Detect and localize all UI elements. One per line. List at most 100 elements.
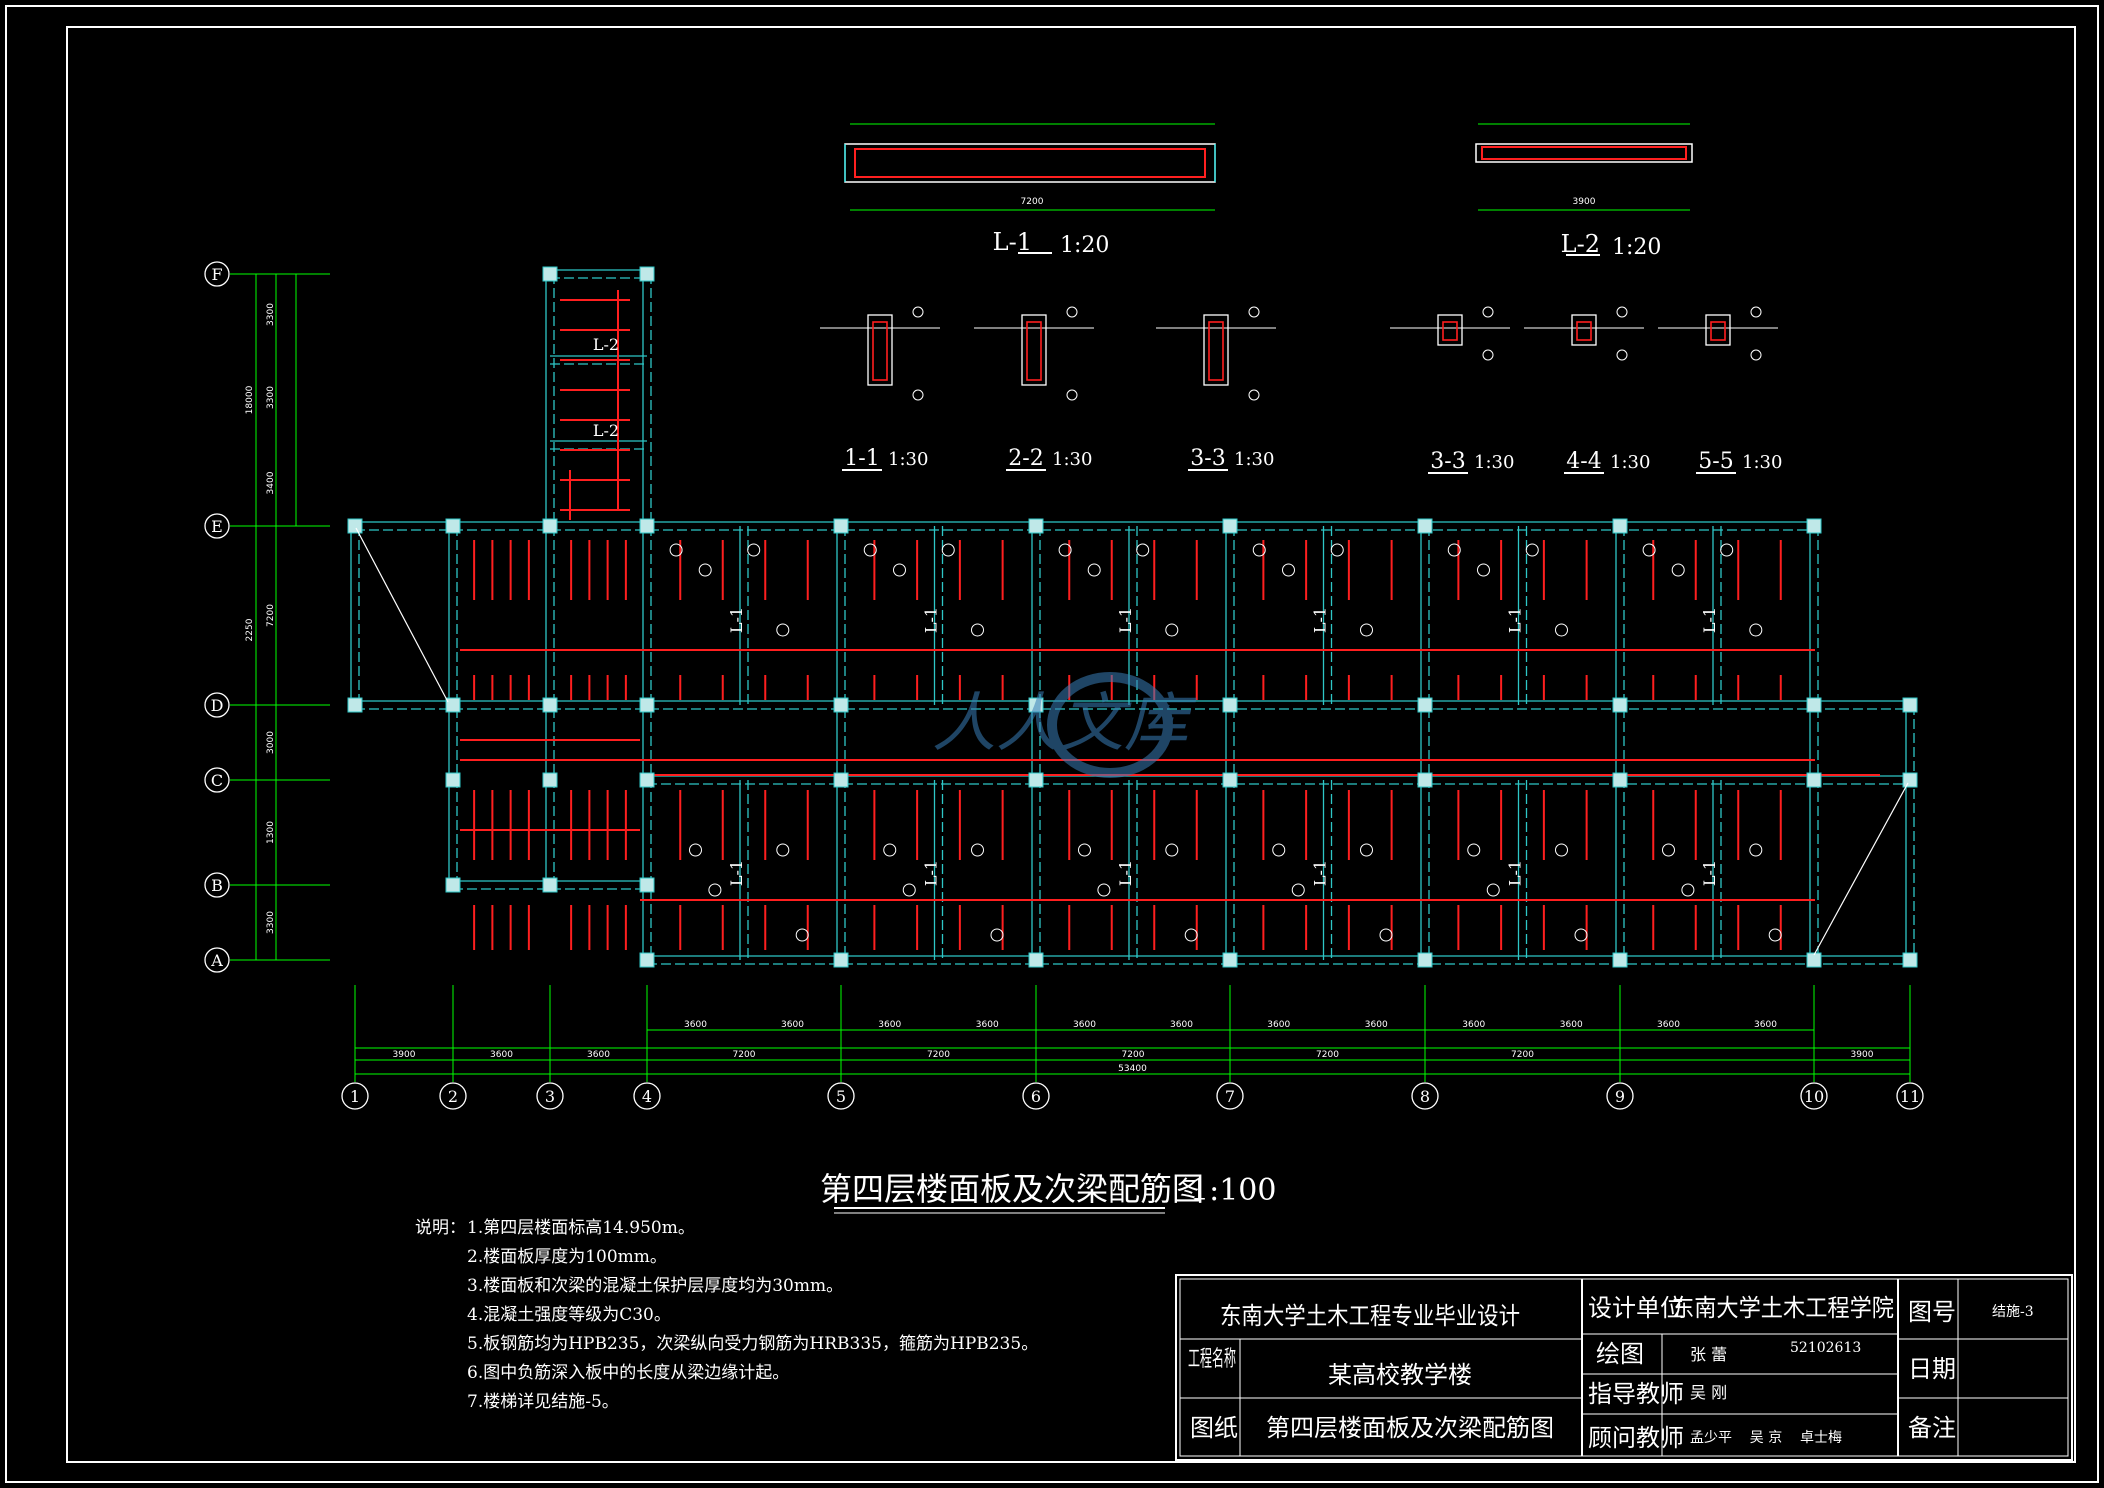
column	[1612, 952, 1628, 968]
column	[833, 697, 849, 713]
tb-consultants: 孟少平 吴 京 卓士梅	[1690, 1430, 1842, 1446]
column	[1028, 772, 1044, 788]
axis-bubble	[204, 767, 230, 793]
axis-number-label: 7	[1225, 1087, 1235, 1106]
rebar-marker	[698, 563, 712, 577]
column	[542, 697, 558, 713]
tb-drafter: 张 蕾	[1690, 1345, 1727, 1364]
column	[1902, 772, 1918, 788]
beam-label-l1: L-1	[1116, 607, 1135, 633]
axis-bubble	[1216, 1082, 1244, 1110]
section-label: 3-3	[1430, 449, 1465, 474]
axis-bubble	[204, 513, 230, 539]
dim-value: 3600	[1267, 1020, 1290, 1030]
tb-remark-label: 备注	[1908, 1414, 1956, 1442]
dim-value: 3600	[1073, 1020, 1096, 1030]
tb-sheet-no-label: 图号	[1908, 1298, 1956, 1326]
column	[833, 772, 849, 788]
dim-value: 7200	[927, 1050, 950, 1060]
rebar-marker	[1671, 563, 1685, 577]
dim-value: 3600	[1170, 1020, 1193, 1030]
rebar-marker	[776, 623, 790, 637]
rebar-marker	[990, 928, 1004, 942]
rebar-marker	[1379, 928, 1393, 942]
column	[542, 266, 558, 282]
column	[833, 952, 849, 968]
beam-label-l1: L-1	[922, 860, 941, 886]
dim-value: 7200	[1316, 1050, 1339, 1060]
section-label: 3-3	[1190, 446, 1225, 471]
tb-student-id: 52102613	[1790, 1340, 1861, 1356]
rebar-marker	[708, 883, 722, 897]
rebar-marker	[1662, 843, 1675, 857]
beam-detail-l1: 7200 L-1 1:20	[844, 123, 1216, 258]
outer-frame	[5, 5, 2099, 1483]
rebar-marker	[1078, 843, 1091, 857]
tb-project: 某高校教学楼	[1328, 1361, 1472, 1389]
tb-drawing-name: 第四层楼面板及次梁配筋图	[1266, 1414, 1554, 1442]
rebar-marker	[1136, 543, 1150, 557]
section-label: 2-2	[1008, 446, 1043, 471]
note-2: 2.楼面板厚度为100mm。	[467, 1247, 667, 1267]
dim-value: 7200	[1511, 1050, 1534, 1060]
column	[1028, 518, 1044, 534]
rebar-marker	[1272, 843, 1286, 857]
beam-detail-l2: 3900 L-2 1:20	[1475, 123, 1693, 260]
section-label: 5-5	[1698, 449, 1733, 474]
dim-total: 53400	[1118, 1064, 1147, 1074]
stair-diagonal-left	[355, 527, 449, 703]
dim-value: 7200	[266, 604, 276, 627]
dim-value: 3300	[266, 386, 276, 409]
plan-rebar	[460, 290, 1880, 950]
dim-value: 3600	[684, 1020, 707, 1030]
rebar-marker	[776, 843, 790, 857]
rebar-marker	[1058, 543, 1072, 557]
axis-number-label: 5	[836, 1087, 846, 1106]
dim-value: 3600	[490, 1050, 513, 1060]
dim-value: 3600	[976, 1020, 999, 1030]
axis-bubble	[204, 947, 230, 973]
axis-bubble	[341, 1082, 369, 1110]
axis-letter-label: D	[211, 696, 224, 715]
dim-value: 3600	[878, 1020, 901, 1030]
rebar-marker	[1165, 623, 1179, 637]
rebar-marker	[1486, 883, 1500, 897]
axis-bubble	[1800, 1082, 1828, 1110]
rebar-marker	[1184, 928, 1198, 942]
column	[1806, 697, 1822, 713]
axis-number-label: 6	[1031, 1087, 1041, 1106]
dim-value: 3600	[1365, 1020, 1388, 1030]
rebar-marker	[1330, 543, 1344, 557]
rebar-marker	[863, 543, 877, 557]
column	[542, 877, 558, 893]
section-label: 4-4	[1566, 449, 1601, 474]
section-scale: 1:30	[1742, 452, 1782, 473]
tb-design-unit: 东南大学土木工程学院	[1672, 1294, 1894, 1322]
title-block-text: 东南大学土木工程专业毕业设计 工程名称 某高校教学楼 图纸 第四层楼面板及次梁配…	[1188, 1294, 2034, 1452]
inner-frame	[66, 26, 2076, 1463]
beam-label-l2: L-2	[593, 335, 619, 354]
axis-bubble	[204, 692, 230, 718]
beam-label-l1: L-1	[1700, 607, 1719, 633]
axis-bubble	[1606, 1082, 1634, 1110]
axis-number-label: 8	[1420, 1087, 1430, 1106]
dim-value: 3600	[781, 1020, 804, 1030]
column	[542, 772, 558, 788]
rebar-marker	[1555, 623, 1568, 637]
watermark-text: 人人文库	[932, 687, 1197, 761]
svg-text:7200: 7200	[1021, 197, 1044, 207]
rebar-marker	[1282, 563, 1295, 577]
rebar-marker	[1252, 543, 1266, 557]
section-scale: 1:30	[888, 449, 928, 470]
svg-text:3900: 3900	[1573, 197, 1596, 207]
section-scale: 1:30	[1234, 449, 1274, 470]
rebar-marker	[941, 543, 955, 557]
column	[1612, 772, 1628, 788]
dim-value: 3000	[266, 731, 276, 754]
column	[1028, 697, 1044, 713]
